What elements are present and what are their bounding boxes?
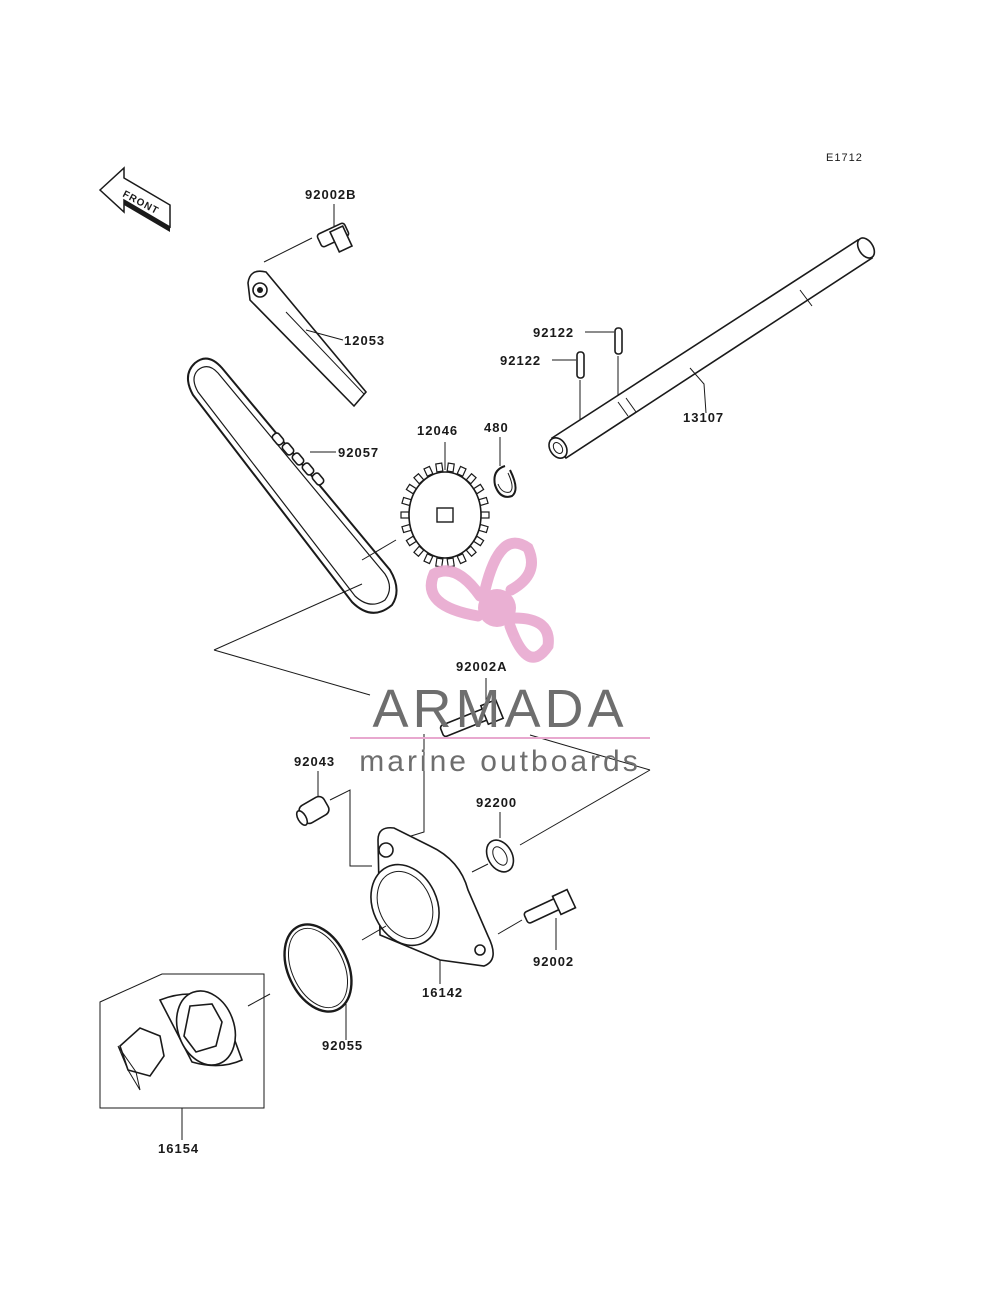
watermark-title: ARMADA — [372, 679, 627, 739]
o-ring-92055 — [247, 923, 353, 1040]
label-13107: 13107 — [683, 410, 724, 425]
chain-92057 — [187, 357, 398, 614]
pin-92122-bottom — [552, 351, 585, 428]
label-12046: 12046 — [417, 423, 458, 438]
label-12053: 12053 — [344, 333, 385, 348]
label-92055: 92055 — [322, 1038, 363, 1053]
sprocket-12046 — [400, 442, 490, 568]
rotor-set-16154 — [99, 973, 265, 1140]
label-92122-bottom: 92122 — [500, 353, 541, 368]
chain-guide-12053 — [247, 270, 368, 408]
label-16142: 16142 — [422, 985, 463, 1000]
front-arrow-icon: FRONT — [98, 166, 171, 232]
assembly-guide-lines — [213, 539, 651, 846]
washer-92200 — [471, 812, 515, 873]
label-92200: 92200 — [476, 795, 517, 810]
armada-logo-icon — [425, 537, 554, 663]
label-92002a: 92002A — [456, 659, 508, 674]
sprocket-tooth — [480, 511, 490, 519]
label-92122-top: 92122 — [533, 325, 574, 340]
circlip-480 — [493, 437, 517, 498]
shaft-13107 — [548, 237, 876, 460]
label-92043: 92043 — [294, 754, 335, 769]
label-16154: 16154 — [158, 1141, 199, 1156]
pin-92122-top — [585, 327, 623, 402]
pump-housing-16142 — [361, 826, 494, 984]
label-92002: 92002 — [533, 954, 574, 969]
bolt-92002b — [263, 204, 354, 263]
sprocket-tooth — [446, 462, 455, 473]
diagram-code: E1712 — [826, 152, 863, 164]
label-92002b: 92002B — [305, 187, 357, 202]
bolt-92002a — [397, 678, 505, 841]
sprocket-tooth — [435, 462, 444, 473]
dowel-92043 — [295, 771, 372, 867]
label-480: 480 — [484, 420, 509, 435]
bolt-92002 — [497, 888, 577, 950]
label-92057: 92057 — [338, 445, 379, 460]
sprocket-tooth — [400, 511, 410, 519]
watermark-subtitle: marine outboards — [359, 745, 640, 778]
